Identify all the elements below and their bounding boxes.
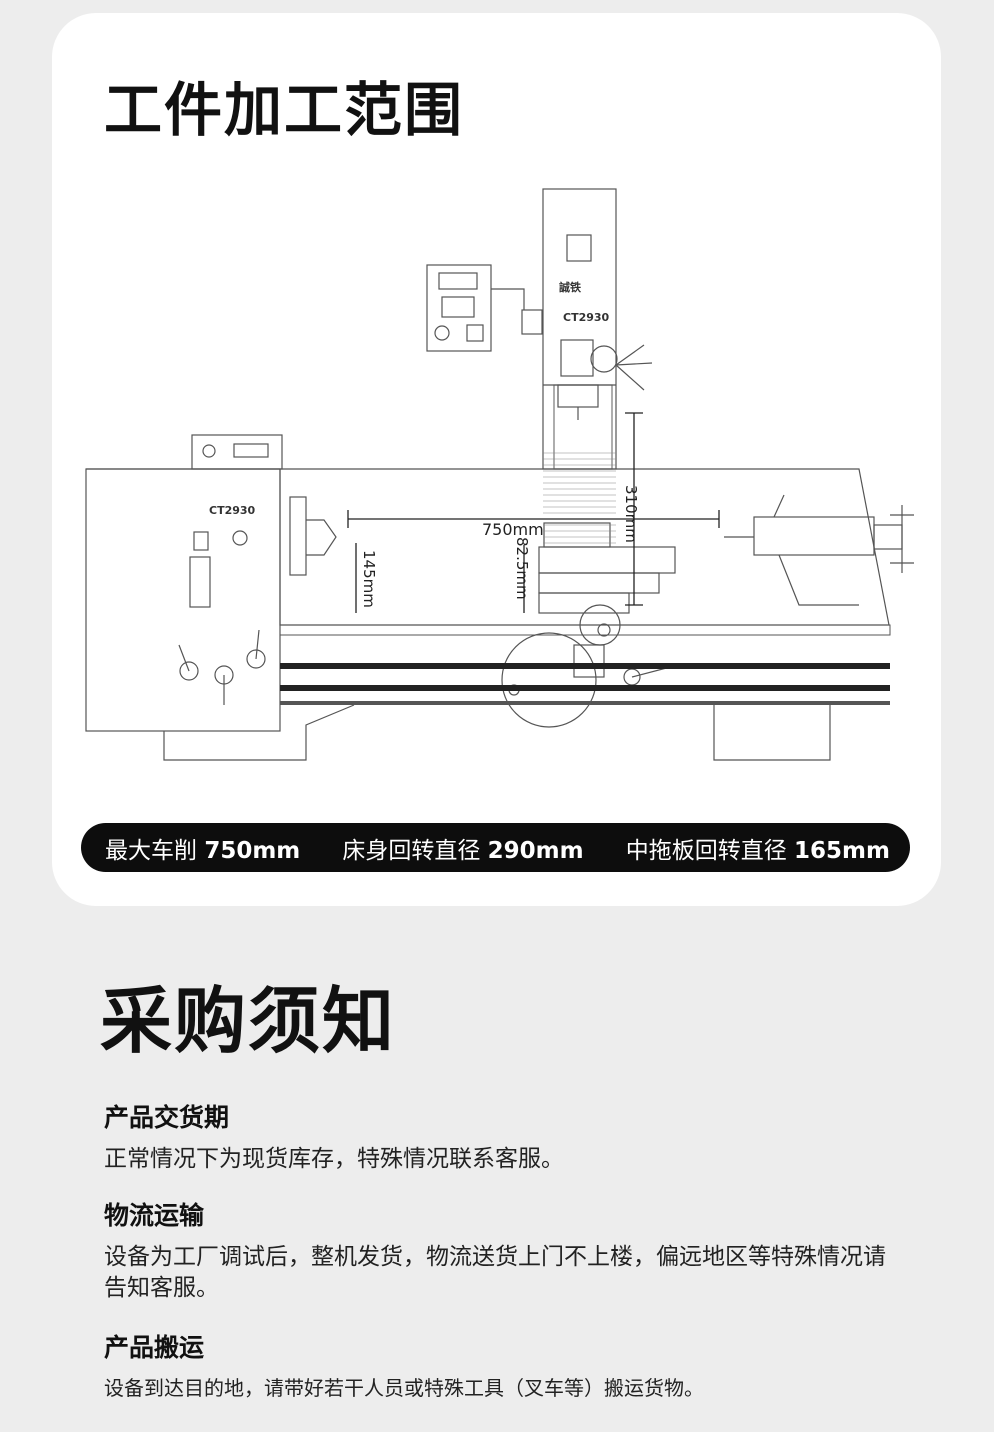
- notice-handling: 产品搬运 设备到达目的地，请带好若干人员或特殊工具（叉车等）搬运货物。: [104, 1328, 924, 1402]
- dim-length: 750mm: [482, 520, 544, 539]
- spec-swing-over-bed: 床身回转直径 290mm: [342, 837, 584, 864]
- notice-heading: 产品交货期: [104, 1103, 230, 1132]
- notice-heading: 产品搬运: [104, 1333, 205, 1362]
- notice-text: 设备到达目的地，请带好若干人员或特殊工具（叉车等）搬运货物。: [104, 1376, 704, 1400]
- lathe-diagram: 750mm 310mm 145mm 82.5mm CT2930 CT2930 誠…: [85, 188, 914, 761]
- spec-bar: 最大车削 750mm 床身回转直径 290mm 中拖板回转直径 165mm: [81, 823, 910, 872]
- machining-range-card: 工件加工范围: [52, 13, 941, 906]
- notice-delivery: 产品交货期 正常情况下为现货库存，特殊情况联系客服。: [104, 1098, 924, 1175]
- dim-vertical: 310mm: [622, 485, 640, 543]
- notice-logistics: 物流运输 设备为工厂调试后，整机发货，物流送货上门不上楼，偏远地区等特殊情况请告…: [104, 1196, 894, 1304]
- card-title: 工件加工范围: [104, 76, 465, 144]
- dim-height-center: 82.5mm: [513, 537, 531, 600]
- mill-model-label: CT2930: [563, 311, 610, 324]
- dim-height-left: 145mm: [360, 550, 378, 608]
- notice-text: 正常情况下为现货库存，特殊情况联系客服。: [104, 1146, 564, 1172]
- brand-label: 誠铁: [559, 280, 581, 294]
- notice-heading: 物流运输: [104, 1201, 205, 1230]
- purchase-notice-title: 采购须知: [100, 979, 397, 1063]
- spec-swing-over-slide: 中拖板回转直径 165mm: [625, 837, 890, 864]
- spec-max-turning: 最大车削 750mm: [105, 837, 301, 864]
- lathe-model-label: CT2930: [209, 504, 256, 517]
- notice-text: 设备为工厂调试后，整机发货，物流送货上门不上楼，偏远地区等特殊情况请告知客服。: [104, 1244, 886, 1301]
